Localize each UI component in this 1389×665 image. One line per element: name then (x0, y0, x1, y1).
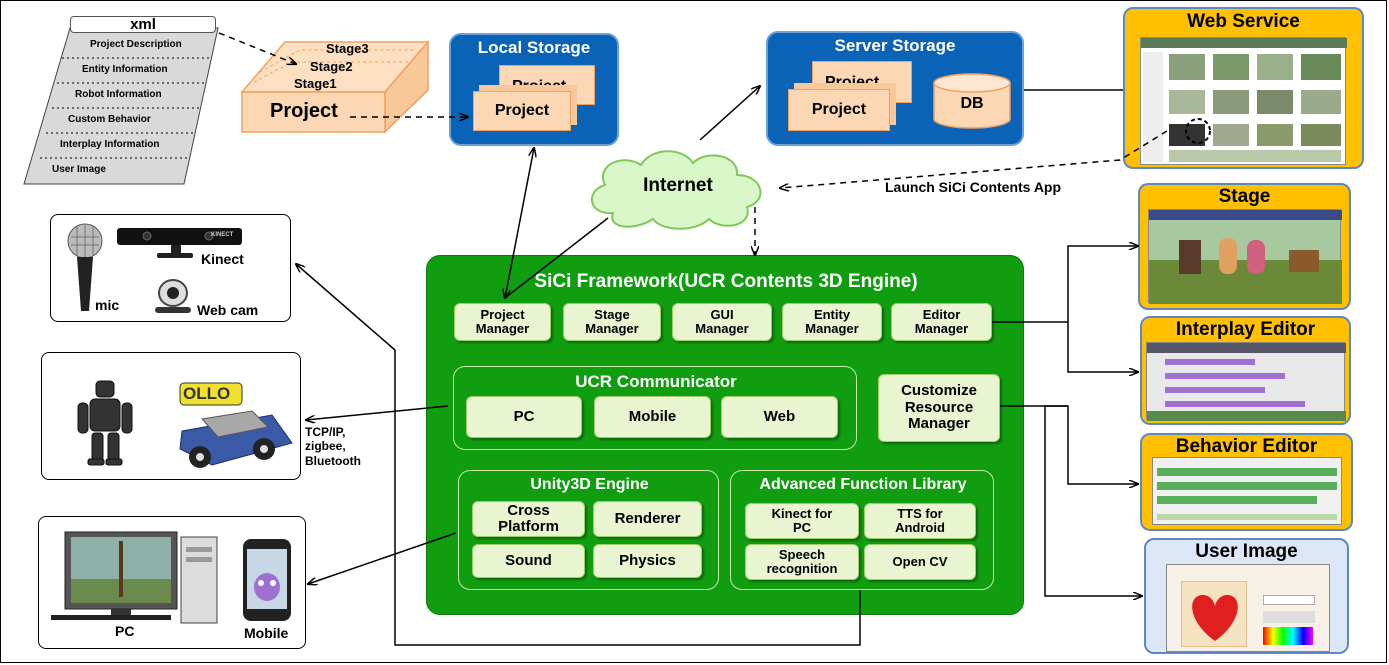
comm-web-box: Web (721, 396, 838, 438)
tts-for-android-box: TTS for Android (864, 503, 976, 539)
project-manager-box: Project Manager (454, 303, 551, 341)
user-image-screenshot (1166, 564, 1330, 652)
kinect-logo-text: KINECT (211, 232, 234, 238)
cross-platform-box: Cross Platform (472, 501, 585, 537)
speech-recognition-box: Speech recognition (745, 544, 859, 580)
sici-framework-panel: SiCi Framework(UCR Contents 3D Engine) P… (426, 255, 1024, 615)
unity3d-engine-panel: Unity3D Engine Cross Platform Renderer S… (458, 470, 719, 590)
comm-protocols-label: TCP/IP, zigbee, Bluetooth (305, 425, 361, 468)
local-storage-project-front: Project (473, 91, 571, 131)
user-image-title: User Image (1195, 541, 1298, 562)
afl-title: Advanced Function Library (759, 476, 967, 493)
mobile-icon (243, 539, 291, 621)
xml-title-tab: xml (70, 16, 216, 33)
editor-manager-box: Editor Manager (891, 303, 992, 341)
stage-screenshot (1148, 209, 1342, 304)
server-storage-back-label: Project (825, 74, 880, 91)
db-label: DB (960, 95, 984, 112)
project-block: Stage3 Stage2 Stage1 Project (240, 40, 430, 135)
mobile-label: Mobile (244, 625, 289, 641)
interplay-editor-screenshot (1146, 342, 1346, 421)
heart-icon (1192, 595, 1238, 641)
xml-item-custom-behavior: Custom Behavior (68, 114, 151, 125)
server-storage-panel: Server Storage Project Project DB (766, 31, 1024, 146)
xml-item-interplay-information: Interplay Information (60, 139, 160, 150)
xml-item-entity-information: Entity Information (82, 64, 168, 75)
ucr-communicator-title: UCR Communicator (575, 372, 737, 391)
robots-box: OLLO (41, 352, 301, 480)
input-devices-box: KINECT Kinect mic Web cam (50, 214, 291, 322)
stage-manager-box: Stage Manager (563, 303, 661, 341)
interplay-editor-title: Interplay Editor (1175, 319, 1316, 340)
pc-icon (51, 531, 218, 624)
stage3-label: Stage3 (326, 41, 369, 56)
local-storage-front-label: Project (494, 102, 550, 119)
unity3d-title: Unity3D Engine (530, 476, 649, 493)
comm-mobile-box: Mobile (594, 396, 711, 438)
kinect-label: Kinect (201, 251, 244, 267)
sound-box: Sound (472, 544, 585, 578)
user-image-panel: User Image (1144, 538, 1349, 654)
ucr-communicator-panel: UCR Communicator PC Mobile Web (453, 366, 857, 450)
kinect-icon (117, 228, 242, 258)
server-storage-project-front: Project (788, 89, 890, 131)
kinect-for-pc-box: Kinect for PC (745, 503, 859, 539)
internet-cloud: Internet (583, 143, 773, 231)
xml-item-user-image: User Image (52, 164, 106, 175)
behavior-editor-panel: Behavior Editor (1140, 433, 1353, 531)
xml-item-project-description: Project Description (90, 39, 182, 50)
microphone-icon (67, 223, 103, 311)
humanoid-robot-icon (77, 380, 133, 466)
db-cylinder: DB (932, 73, 1012, 129)
advanced-function-library-panel: Advanced Function Library Kinect for PC … (730, 470, 994, 590)
xml-item-robot-information: Robot Information (75, 89, 162, 100)
open-cv-box: Open CV (864, 544, 976, 580)
xml-document: xml Project Description Entity Informati… (22, 16, 220, 186)
webcam-icon (155, 279, 191, 313)
behavior-editor-screenshot (1152, 457, 1342, 525)
entity-manager-box: Entity Manager (782, 303, 882, 341)
internet-label: Internet (643, 175, 713, 196)
local-storage-back-label: Project (512, 78, 567, 95)
project-label: Project (270, 100, 338, 122)
behavior-editor-title: Behavior Editor (1175, 436, 1318, 457)
interplay-editor-panel: Interplay Editor (1140, 316, 1351, 425)
web-service-title: Web Service (1187, 11, 1300, 32)
pc-label: PC (115, 623, 135, 639)
renderer-box: Renderer (593, 501, 702, 537)
framework-title: SiCi Framework(UCR Contents 3D Engine) (534, 271, 918, 292)
local-storage-title: Local Storage (477, 38, 591, 57)
launch-label: Launch SiCi Contents App (885, 179, 1062, 195)
webcam-label: Web cam (197, 302, 259, 318)
gui-manager-box: GUI Manager (672, 303, 772, 341)
server-storage-front-label: Project (811, 101, 867, 118)
stage2-label: Stage2 (310, 59, 353, 74)
ollo-logo-text: OLLO (183, 384, 231, 403)
stage-panel: Stage (1138, 183, 1351, 310)
physics-box: Physics (593, 544, 702, 578)
customize-resource-manager-box: Customize Resource Manager (878, 374, 1000, 442)
server-storage-title: Server Storage (834, 36, 956, 55)
platforms-box: PC Mobile (38, 516, 306, 649)
local-storage-panel: Local Storage Project Project (449, 33, 619, 146)
web-service-screenshot (1140, 37, 1347, 165)
comm-pc-box: PC (466, 396, 582, 438)
stage1-label: Stage1 (294, 76, 337, 91)
web-service-panel: Web Service (1123, 7, 1364, 169)
ollo-robot-car-icon (179, 382, 293, 468)
mic-label: mic (95, 297, 120, 313)
stage-title: Stage (1218, 186, 1271, 207)
